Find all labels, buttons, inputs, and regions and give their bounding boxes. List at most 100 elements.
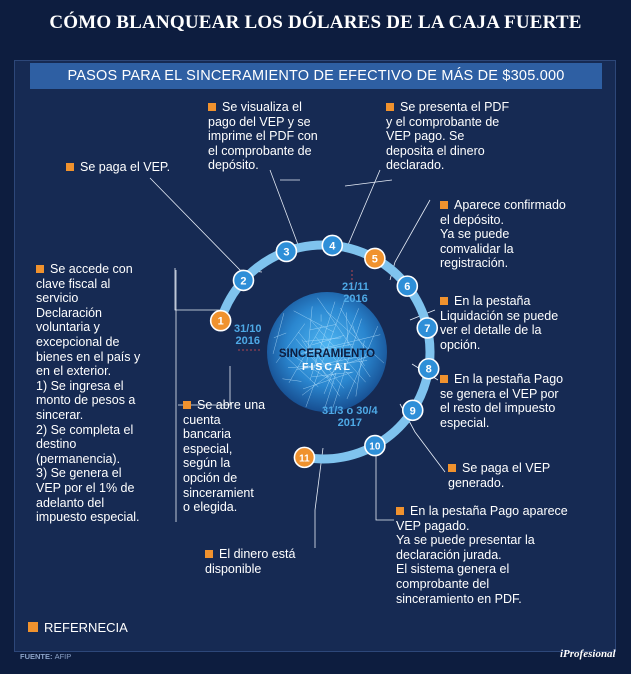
globe-mesh-line (304, 334, 381, 354)
globe-mesh-line (317, 297, 365, 366)
bullet-icon (386, 103, 394, 111)
step-2-description: Se accede con clave fiscal al servicio D… (36, 262, 141, 525)
globe-mesh-line (308, 318, 366, 383)
step-node-number: 5 (372, 253, 378, 265)
globe-mesh-line (296, 356, 357, 370)
step-node-8: 8 (417, 357, 440, 380)
step-node-circle (209, 309, 232, 332)
center-subtitle: FISCAL (302, 361, 352, 373)
brand-logo: iProfesional (560, 648, 616, 660)
step-9-description: Se paga el VEP generado. (448, 461, 551, 490)
connector-line (269, 169, 301, 251)
step-node-2: 2 (232, 269, 255, 292)
step-10-description: En la pestaña Pago aparece VEP pagado. Y… (396, 504, 568, 606)
globe-mesh-line (352, 325, 356, 334)
globe-mesh-line (275, 323, 306, 363)
step-node-9: 9 (401, 399, 424, 422)
step-node-circle (293, 446, 316, 469)
center-title: SINCERAMIENTO (279, 348, 375, 360)
page-title: CÓMO BLANQUEAR LOS DÓLARES DE LA CAJA FU… (49, 12, 582, 33)
legend-swatch-icon (28, 622, 38, 632)
step-node-number: 10 (369, 442, 381, 453)
globe-mesh-line (282, 347, 325, 378)
legend: REFERNECIA (28, 620, 128, 635)
globe-mesh-line (356, 357, 371, 378)
step-node-number: 4 (329, 240, 336, 252)
connector-line (149, 177, 263, 273)
bullet-icon (36, 265, 44, 273)
globe-mesh-line (298, 331, 345, 389)
globe-mesh-line (325, 372, 337, 379)
step-node-circle (364, 247, 386, 270)
connector-line (178, 366, 231, 406)
subtitle-bar: PASOS PARA EL SINCERAMIENTO DE EFECTIVO … (30, 63, 602, 89)
step-node-number: 9 (410, 405, 416, 417)
globe-mesh-line (288, 325, 323, 383)
step-nodes: 1 2 3 4 5 6 7 8 9 10 11 (209, 234, 440, 469)
connector-line (174, 268, 228, 311)
step-node-circle (417, 357, 440, 380)
globe-mesh-line (288, 365, 319, 368)
globe-mesh-line (272, 313, 285, 354)
globe-mesh-line (273, 332, 287, 338)
connector-line (344, 169, 381, 253)
step-4-description: Se visualiza el pago del VEP y se imprim… (208, 100, 318, 173)
bullet-icon (205, 550, 213, 558)
globe-mesh-line (301, 364, 343, 396)
bullet-icon (208, 103, 216, 111)
globe-mesh-line (295, 338, 335, 385)
step-1-description: Se abre una cuenta bancaria especial, se… (183, 398, 266, 515)
bullet-icon (440, 201, 448, 209)
step-node-number: 1 (218, 316, 224, 328)
bullet-icon (396, 507, 404, 515)
step-node-11: 11 (293, 446, 316, 469)
globe-mesh-line (282, 378, 302, 382)
step-7-description: En la pestaña Liquidación se puede ver e… (440, 294, 559, 352)
bullet-icon (440, 297, 448, 305)
bullet-icon (66, 163, 74, 171)
bullet-icon (183, 401, 191, 409)
globe-mesh-line (311, 335, 345, 346)
step-5-description: Se presenta el PDF y el comprobante de V… (386, 100, 510, 173)
globe-mesh-line (340, 307, 364, 348)
step-11-description: El dinero está disponible (205, 547, 296, 576)
step-6-description: Aparece confirmado el depósito. Ya se pu… (440, 198, 566, 271)
globe-mesh-line (309, 301, 336, 381)
step-node-circle (232, 269, 255, 292)
globe-mesh-line (343, 354, 375, 365)
globe-mesh-line (315, 336, 357, 384)
connector-line (344, 179, 393, 187)
globe-mesh-line (323, 373, 337, 411)
globe-mesh-line (338, 351, 348, 362)
step-node-number: 2 (240, 275, 246, 287)
globe-mesh-line (305, 298, 346, 408)
step-node-1: 1 (209, 309, 232, 332)
step-8-description: En la pestaña Pago se genera el VEP por … (440, 372, 564, 430)
step-node-6: 6 (396, 275, 419, 297)
step-node-10: 10 (364, 434, 386, 457)
step-node-number: 3 (283, 246, 289, 258)
bullet-icon (448, 464, 456, 472)
globe-mesh-line (302, 371, 354, 390)
globe-mesh-line (326, 310, 385, 364)
globe-mesh-line (332, 318, 362, 408)
connector-line (314, 447, 324, 548)
step-node-3: 3 (275, 240, 298, 263)
globe-mesh-line (283, 354, 319, 388)
step-node-7: 7 (416, 317, 439, 339)
step-node-number: 6 (404, 281, 410, 293)
bullet-icon (440, 375, 448, 383)
step-node-circle (396, 275, 419, 297)
step-node-circle (321, 234, 344, 257)
step-node-circle (364, 434, 386, 457)
globe-icon (267, 292, 387, 412)
globe-mesh-line (309, 324, 337, 331)
step-node-4: 4 (321, 234, 344, 257)
step-node-number: 11 (299, 453, 310, 464)
step-3-description: Se paga el VEP. (66, 160, 170, 175)
source-note: FUENTE: AFIP (20, 652, 72, 661)
connector-line (375, 440, 394, 521)
